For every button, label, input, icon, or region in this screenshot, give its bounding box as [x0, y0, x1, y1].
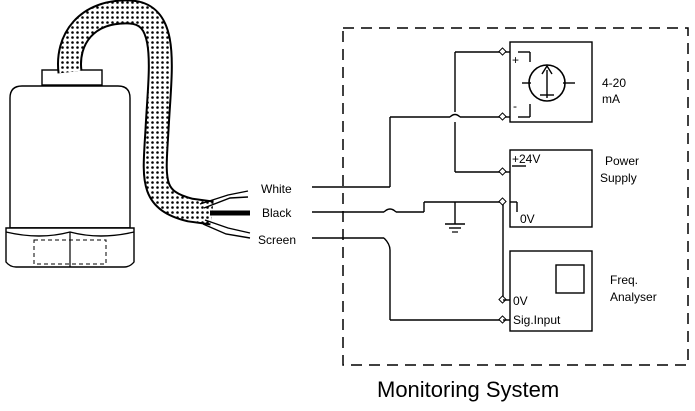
meter-minus: - — [513, 99, 517, 113]
wire-label-screen: Screen — [258, 233, 296, 247]
monitoring-system-enclosure — [342, 27, 689, 366]
wire-label-white: White — [261, 182, 292, 196]
wire-label-black: Black — [262, 206, 292, 220]
supply-plus24: +24V — [512, 152, 540, 166]
internal-wire-meter-supply — [454, 51, 503, 173]
ground-icon — [445, 202, 465, 233]
meter-label-line1: 4-20 — [602, 76, 626, 90]
meter-plus: + — [512, 53, 519, 67]
supply-label-line2: Supply — [600, 171, 637, 185]
ammeter-icon — [522, 64, 575, 102]
analyser-screen — [555, 264, 585, 294]
cable-wire-tails — [199, 190, 251, 239]
monitoring-system-label: Monitoring System — [377, 377, 559, 402]
analyser-label-line2: Analyser — [610, 290, 657, 304]
sensor-icon — [5, 69, 135, 268]
frequency-analyser: 0V Sig.Input — [498, 250, 593, 332]
analyser-label-line1: Freq. — [610, 273, 638, 287]
wire-white — [312, 113, 503, 188]
wire-black — [312, 201, 503, 213]
meter-label-line2: mA — [602, 92, 620, 106]
analyser-zero: 0V — [513, 294, 528, 308]
supply-label-line1: Power — [605, 154, 639, 168]
power-supply: +24V 0V — [498, 149, 593, 228]
wire-screen — [312, 237, 503, 321]
supply-zero: 0V — [520, 212, 535, 226]
analyser-sig: Sig.Input — [513, 313, 561, 327]
